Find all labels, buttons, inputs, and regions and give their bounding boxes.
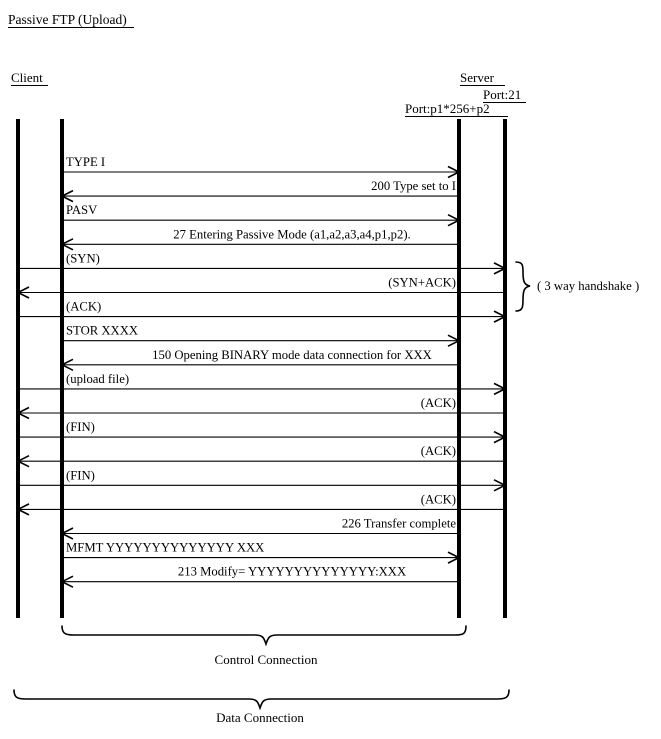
- message-arrow-head: [60, 238, 74, 251]
- message-label: 213 Modify= YYYYYYYYYYYYYY:XXX: [178, 565, 406, 579]
- handshake-brace-group: ( 3 way handshake ): [515, 261, 639, 312]
- control-connection-label: Control Connection: [215, 652, 318, 667]
- message-18: 213 Modify= YYYYYYYYYYYYYY:XXX: [60, 565, 459, 588]
- message-list: TYPE I 200 Type set to I PASV 27 Entering P…: [16, 155, 507, 588]
- message-label: (FIN): [66, 420, 95, 434]
- message-arrow-head: [447, 334, 461, 347]
- message-12: (FIN): [18, 420, 507, 444]
- message-arrow-head: [60, 575, 74, 588]
- message-16: 226 Transfer complete: [60, 517, 459, 540]
- message-14: (FIN): [18, 468, 507, 492]
- server-data-port-label: Port:p1*256+p2: [405, 101, 490, 116]
- server-actor-label: Server: [460, 70, 495, 85]
- message-label: PASV: [66, 203, 98, 217]
- client-actor-label: Client: [11, 70, 43, 85]
- message-arrow-head: [493, 382, 507, 396]
- message-label: (SYN): [66, 251, 100, 265]
- message-arrow-head: [16, 503, 30, 516]
- message-label: 200 Type set to I: [371, 179, 456, 193]
- message-arrow-head: [447, 551, 461, 564]
- message-9: 150 Opening BINARY mode data connection …: [60, 348, 459, 372]
- message-arrow-head: [493, 430, 507, 444]
- handshake-brace: [515, 261, 531, 312]
- diagram-title: Passive FTP (Upload): [8, 12, 127, 27]
- message-label: (SYN+ACK): [388, 276, 456, 290]
- message-label: (FIN): [66, 468, 95, 482]
- message-17: MFMT YYYYYYYYYYYYYY XXX: [62, 541, 461, 564]
- control-connection-brace: [61, 625, 467, 647]
- message-label: (upload file): [66, 372, 129, 386]
- message-arrow-head: [16, 286, 30, 299]
- message-arrow-head: [60, 189, 74, 203]
- data-connection-label: Data Connection: [216, 710, 304, 725]
- message-label: STOR XXXX: [66, 324, 138, 338]
- message-label: (ACK): [421, 396, 456, 410]
- message-label: 150 Opening BINARY mode data connection …: [152, 348, 432, 362]
- message-2: 200 Type set to I: [60, 179, 459, 203]
- message-10: (upload file): [18, 372, 507, 396]
- message-13: (ACK): [16, 444, 505, 468]
- message-label: (ACK): [421, 492, 456, 506]
- message-arrow-head: [447, 165, 461, 179]
- message-arrow-head: [16, 406, 30, 420]
- message-8: STOR XXXX: [62, 324, 461, 347]
- message-15: (ACK): [16, 492, 505, 516]
- message-arrow-head: [16, 454, 30, 468]
- message-label: TYPE I: [66, 155, 105, 169]
- message-5: (SYN): [18, 251, 507, 275]
- message-arrow-head: [60, 527, 74, 540]
- message-label: (ACK): [421, 444, 456, 458]
- server-control-port-label: Port:21: [483, 87, 521, 102]
- message-6: (SYN+ACK): [16, 276, 505, 299]
- message-1: TYPE I: [62, 155, 461, 179]
- control-connection-brace-group: Control Connection: [61, 625, 467, 667]
- message-7: (ACK): [18, 300, 507, 323]
- message-arrow-head: [493, 262, 507, 275]
- data-connection-brace-group: Data Connection: [13, 689, 510, 725]
- message-3: PASV: [62, 203, 461, 227]
- message-label: MFMT YYYYYYYYYYYYYY XXX: [66, 541, 264, 555]
- message-4: 27 Entering Passive Mode (a1,a2,a3,a4,p1…: [60, 227, 459, 251]
- message-label: (ACK): [66, 300, 101, 314]
- message-arrow-head: [493, 479, 507, 492]
- message-arrow-head: [60, 358, 74, 372]
- handshake-label: ( 3 way handshake ): [537, 279, 639, 293]
- message-label: 27 Entering Passive Mode (a1,a2,a3,a4,p1…: [173, 227, 410, 241]
- data-connection-brace: [13, 689, 510, 711]
- message-arrow-head: [493, 310, 507, 323]
- message-arrow-head: [447, 213, 461, 227]
- message-label: 226 Transfer complete: [342, 517, 457, 531]
- message-11: (ACK): [16, 396, 505, 420]
